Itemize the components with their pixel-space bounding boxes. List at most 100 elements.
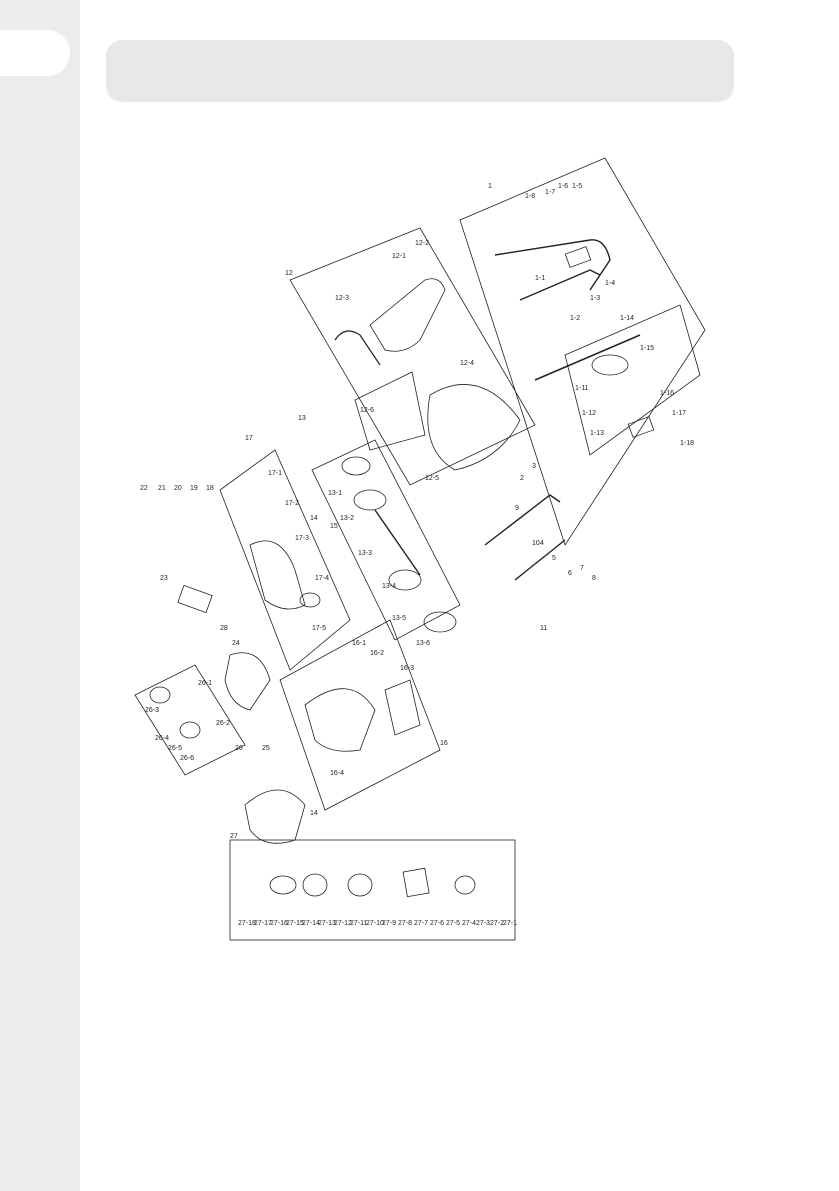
rear-wheel-bottom [423,611,457,633]
label-1-1: 1-1 [535,275,545,282]
group-1-frame [459,157,706,546]
label-1-7: 1-7 [545,189,555,196]
label-27-17: 27-17 [254,920,272,927]
label-27-14: 27-14 [302,920,320,927]
rear-flap-cover [384,679,421,736]
label-27-2: 27-2 [490,920,504,927]
label-27: 27 [230,833,238,840]
label-27-1: 27-1 [503,920,517,927]
switch-box [564,246,592,268]
label-12: 12 [285,270,293,277]
group-13-frame [311,439,461,641]
label-17: 17 [245,435,253,442]
label-26-1: 26-1 [198,680,212,687]
label-26-5: 26-5 [168,745,182,752]
label-23: 23 [160,575,168,582]
label-13-6: 13-6 [416,640,430,647]
label-16-3: 16-3 [400,665,414,672]
label-16: 16 [440,740,448,747]
label-27-13: 27-13 [318,920,336,927]
label-18: 18 [206,485,214,492]
label-1-2: 1-2 [570,315,580,322]
lower-handle-bar [484,494,561,546]
exploded-parts-diagram: 1 1-8 1-7 1-6 1-5 1-1 1-2 1-3 1-4 1-11 1… [120,150,720,960]
drive-wheel [347,873,373,897]
label-26-4: 26-4 [155,735,169,742]
label-17-4: 17-4 [315,575,329,582]
label-1-14: 1-14 [620,315,634,322]
label-27-8: 27-8 [398,920,412,927]
label-27-12: 27-12 [334,920,352,927]
label-26-3: 26-3 [145,707,159,714]
label-12-4: 12-4 [460,360,474,367]
rear-wheel-mid [353,489,387,511]
label-25: 25 [262,745,270,752]
rear-wheel-top [341,456,371,476]
deck-body [249,540,306,610]
label-28: 28 [220,625,228,632]
group-17-frame [219,449,351,671]
label-27-18: 27-18 [238,920,256,927]
group-26-frame [134,664,246,776]
part-23 [177,584,213,614]
switch-housing [591,354,629,376]
label-26-6: 26-6 [180,755,194,762]
label-27-7: 27-7 [414,920,428,927]
label-1-6: 1-6 [558,183,568,190]
switch-subassembly-frame [564,304,701,456]
switch-plate [627,416,655,438]
chapter-tab [0,30,70,76]
motor-cover [179,721,201,739]
label-1-16: 1-16 [660,390,674,397]
label-8: 8 [592,575,596,582]
label-27-4: 27-4 [462,920,476,927]
label-17-3: 17-3 [295,535,309,542]
label-17-1: 17-1 [268,470,282,477]
grass-bag-body [427,384,521,471]
label-27-10: 27-10 [366,920,384,927]
drive-belt [302,873,328,897]
label-13-2: 13-2 [340,515,354,522]
drive-end-cap [454,875,476,895]
label-27-3: 27-3 [476,920,490,927]
label-13-3: 13-3 [358,550,372,557]
label-16-4: 16-4 [330,770,344,777]
exploded-view-svg: 1 1-8 1-7 1-6 1-5 1-1 1-2 1-3 1-4 1-11 1… [134,157,706,941]
label-11: 11 [540,625,547,632]
label-16-2: 16-2 [370,650,384,657]
rear-flap [304,688,376,752]
label-22: 22 [140,485,148,492]
drive-housing [402,867,430,898]
handle-bar-lower [519,269,601,301]
label-1-13: 1-13 [590,430,604,437]
label-13-1: 13-1 [328,490,342,497]
group-12-sub-frame [354,371,426,451]
motor-housing [224,652,271,711]
label-13: 13 [298,415,306,422]
label-1-3: 1-3 [590,295,600,302]
label-1-17: 1-17 [672,410,686,417]
lower-handle-bar-2 [514,539,566,581]
axle [374,509,421,576]
label-1: 1 [488,183,492,190]
deck-wheel [299,592,321,608]
rear-wheel-low [388,569,422,591]
label-4: 4 [540,540,544,547]
label-1-5: 1-5 [572,183,582,190]
label-1-12: 1-12 [582,410,596,417]
label-20: 20 [174,485,182,492]
label-15: 15 [330,523,338,530]
label-6: 6 [568,570,572,577]
group-27-frame [229,839,516,941]
drive-disc [269,875,297,895]
bag-handle [334,330,381,366]
label-27-11: 27-11 [350,920,367,927]
group-12-frame [289,227,536,486]
label-12-3: 12-3 [335,295,349,302]
label-12-5: 12-5 [425,475,439,482]
label-3: 3 [532,463,536,470]
label-12-2: 12-2 [415,240,429,247]
label-27-9: 27-9 [382,920,396,927]
label-1-18: 1-18 [680,440,694,447]
label-1-8: 1-8 [525,193,535,200]
